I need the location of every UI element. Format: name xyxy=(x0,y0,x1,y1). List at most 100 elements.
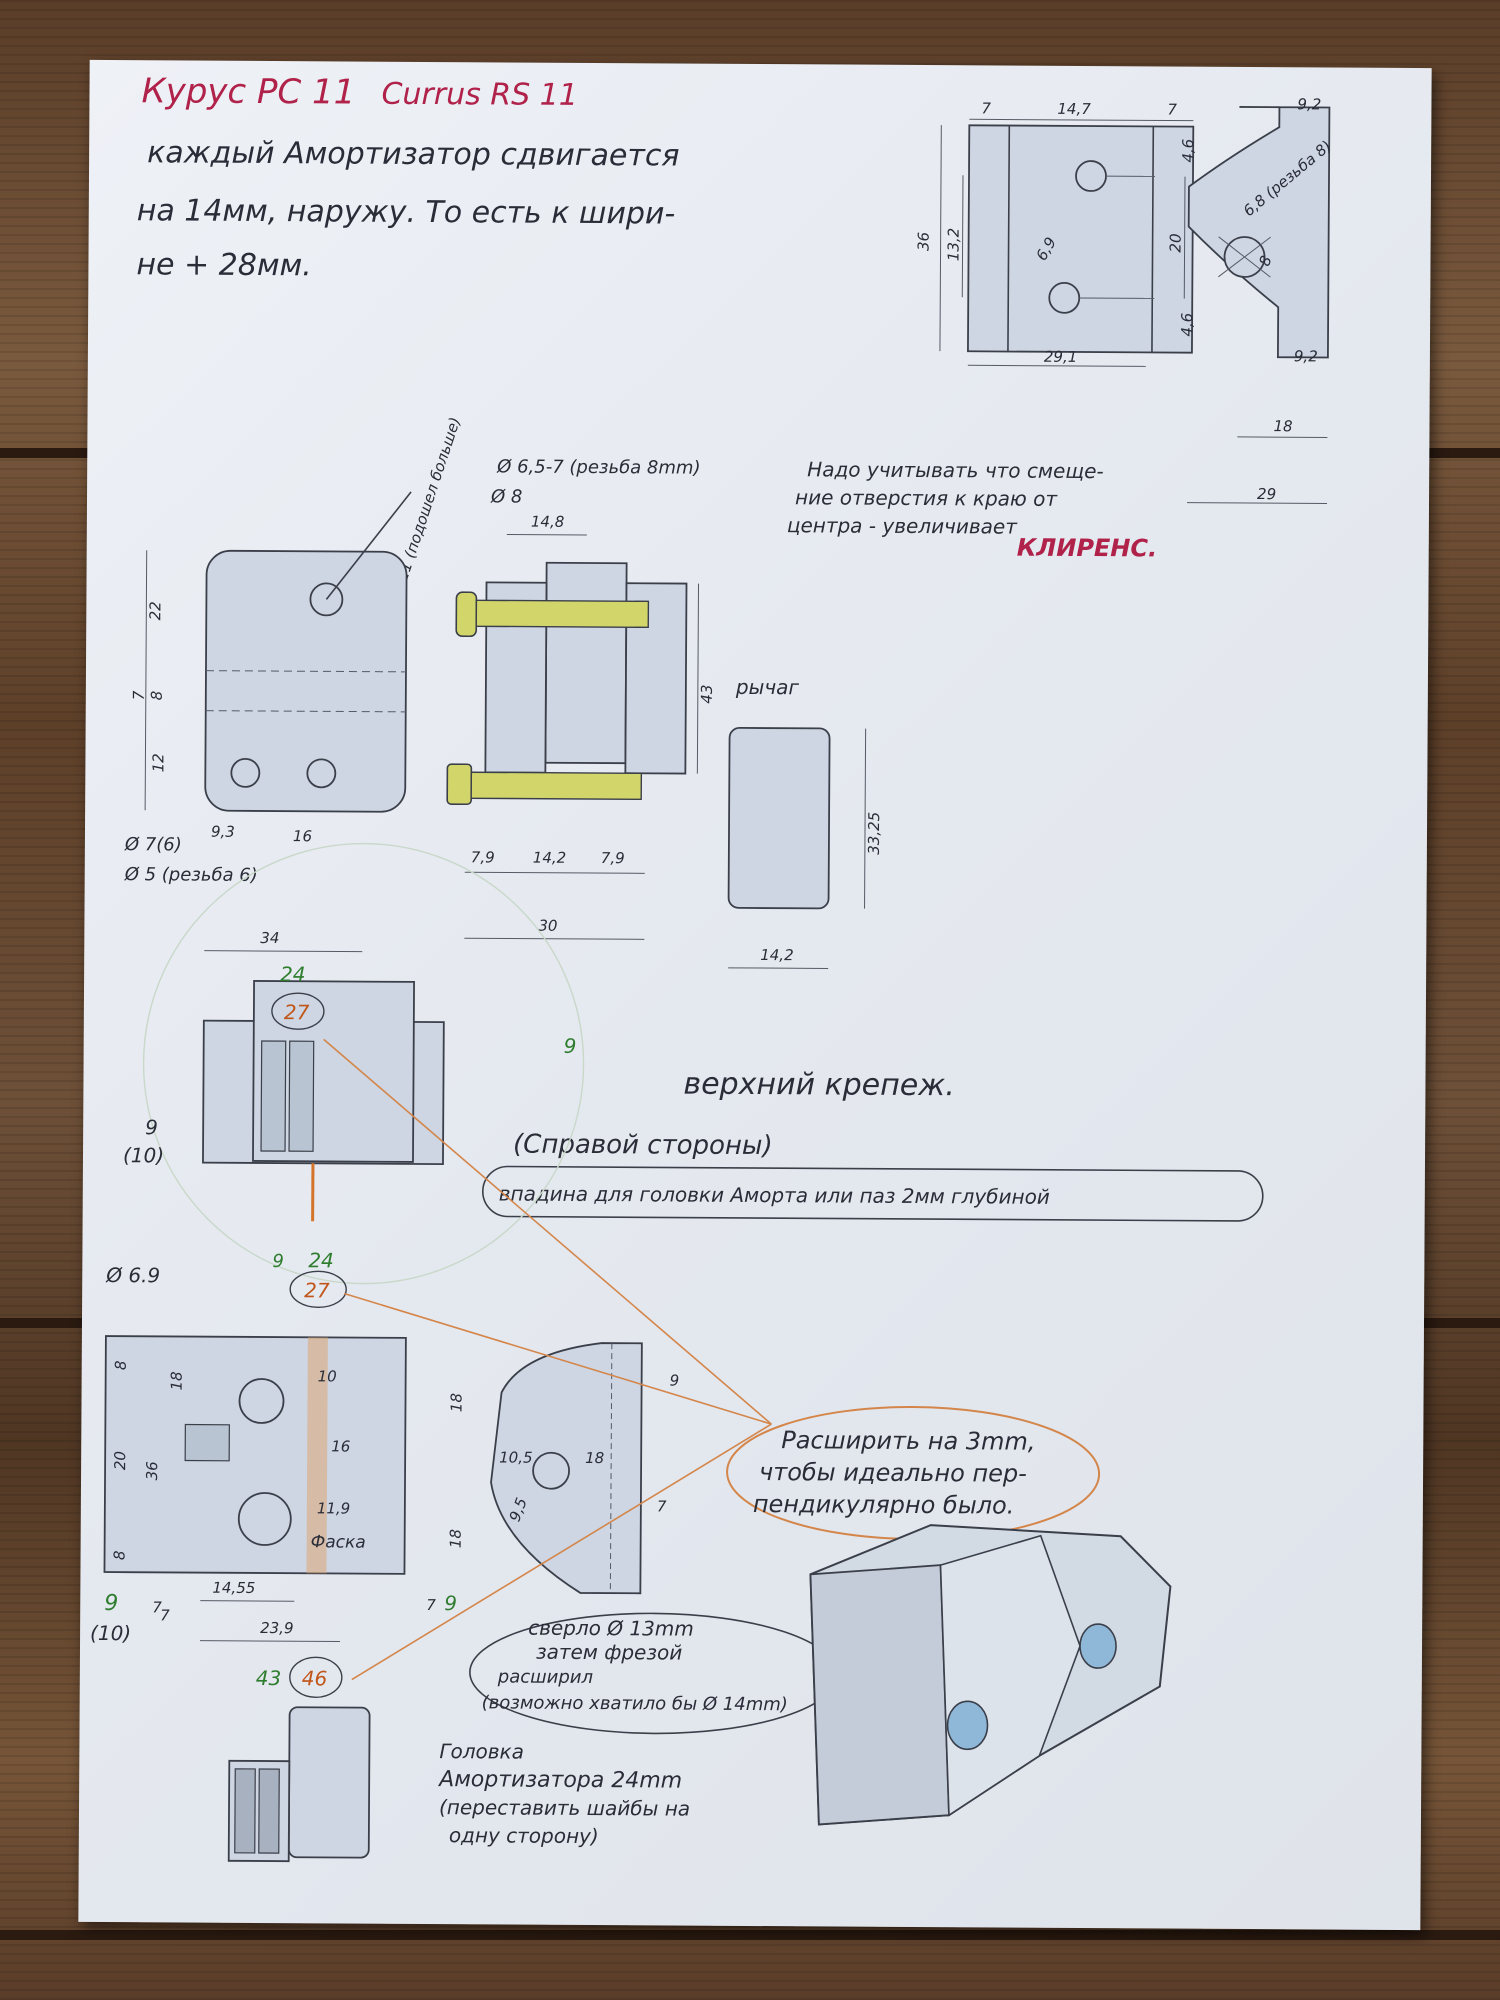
title-en: Currus RS 11 xyxy=(381,77,578,113)
view-b-circle-27 xyxy=(289,1270,347,1309)
lever-body xyxy=(727,727,831,910)
dim-side-29: 29 xyxy=(1257,485,1276,503)
front-plate-view: 22 8 7 12 Ø 7(6) Ø 5 (резьба 6) 9,3 16 3… xyxy=(124,491,412,953)
paper-sheet: Курус РС 11 Currus RS 11 каждый Амортиза… xyxy=(78,59,1432,1931)
sketch-3d-hole-2 xyxy=(1079,1623,1117,1669)
view-a-orange-27: 27 xyxy=(284,1000,310,1024)
dim-bolt-h43: 43 xyxy=(698,685,716,704)
mount-3d-sketch-icon xyxy=(809,1524,1172,1826)
dim-bolt-b30: 30 xyxy=(538,917,557,935)
dim-h8: 8 xyxy=(148,691,166,701)
view-a-green-9: 9 xyxy=(564,1034,577,1058)
compass-arc xyxy=(142,842,585,1285)
expand-note-2: чтобы идеально пер- xyxy=(759,1458,1027,1488)
bottom-green-9: 9 xyxy=(444,1591,457,1615)
dim-h4-6b: 4,6 xyxy=(1178,313,1196,337)
view-b-w7: 7 xyxy=(160,1606,170,1624)
drawing-canvas: Курус РС 11 Currus RS 11 каждый Амортиза… xyxy=(90,71,1335,1863)
dim-w9-3: 9,3 xyxy=(211,823,235,841)
plate-hole-left xyxy=(230,757,261,788)
view-b-l20: 20 xyxy=(111,1451,129,1470)
bottom-view: 23,9 7 9 43 46 xyxy=(200,1591,457,1863)
dim-side-18: 18 xyxy=(1273,417,1292,435)
bottom-hole xyxy=(1048,281,1081,314)
view-b-l8b: 8 xyxy=(111,1551,129,1561)
view-b-top-hole xyxy=(238,1378,285,1424)
bottom-absorber-head xyxy=(287,1706,371,1859)
view-a-green-24: 24 xyxy=(280,962,306,986)
view-b-d6-9: Ø 6.9 xyxy=(105,1263,160,1287)
bottom-bolt-head xyxy=(446,763,473,806)
dim-side-9-2a: 9,2 xyxy=(1297,95,1321,113)
hole-rotated-note: 11 (подошел больше) xyxy=(393,415,464,583)
side-r9: 9 xyxy=(670,1371,680,1389)
view-a-9: 9 xyxy=(145,1115,158,1139)
bottom-w23-9: 23,9 xyxy=(260,1619,294,1637)
view-b-green-9: 9 xyxy=(272,1251,284,1272)
view-b-d10: 10 xyxy=(318,1367,337,1385)
top-hole xyxy=(1075,160,1107,192)
view-b-thread xyxy=(184,1423,230,1462)
dim-h20: 20 xyxy=(1167,233,1185,252)
expand-note-1: Расширить на 3mm, xyxy=(781,1426,1035,1456)
dim-bolt-b3: 7,9 xyxy=(601,849,625,867)
bottom-orange-46: 46 xyxy=(302,1666,328,1690)
sketch-3d-hole-1 xyxy=(946,1700,989,1751)
dim-h22: 22 xyxy=(146,601,164,620)
leader-46 xyxy=(351,1423,772,1681)
sketch-3d-front-face xyxy=(809,1564,950,1826)
head-note-2: Амортизатора 24mm xyxy=(437,1767,682,1793)
leader-27-top xyxy=(323,1038,772,1425)
side-r7: 7 xyxy=(657,1497,667,1515)
view-b-d11-9: 11,9 xyxy=(317,1499,351,1517)
top-right-front-view: 7 14,7 7 36 13,2 6,9 20 4,6 4,6 29,1 xyxy=(915,99,1197,367)
washer-2 xyxy=(258,1768,280,1854)
intro-line-2: на 14мм, наружу. То есть к шири- xyxy=(137,193,676,231)
dim-h4-6a: 4,6 xyxy=(1179,139,1197,163)
dim-w16: 16 xyxy=(293,827,312,845)
front-plate-body xyxy=(204,549,408,813)
dim-d5: Ø 5 (резьба 6) xyxy=(124,864,258,886)
view-a-slot-1 xyxy=(260,1040,287,1152)
head-note-3: (переставить шайбы на xyxy=(439,1795,690,1821)
dim-side-9-2b: 9,2 xyxy=(1294,347,1318,365)
dim-w1: 7 xyxy=(981,99,991,117)
view-b-chamfer: Фаска xyxy=(311,1532,366,1552)
view-a-slot-2 xyxy=(288,1040,315,1152)
lever-label: рычаг xyxy=(735,675,800,699)
dim-bolt-b1: 7,9 xyxy=(471,848,495,866)
drill-note-2: затем фрезой xyxy=(536,1640,682,1665)
recess-note-text: впадина для головки Аморта или паз 2мм г… xyxy=(499,1181,1050,1208)
bracket-side-profile xyxy=(1187,106,1331,359)
lever-width: 14,2 xyxy=(760,946,794,964)
side-h18b: 18 xyxy=(447,1529,465,1548)
view-b-l18: 18 xyxy=(168,1371,186,1390)
side-d10-5: 10,5 xyxy=(499,1448,533,1466)
lever-view: рычаг 33,25 14,2 xyxy=(727,675,883,969)
dim-w2: 14,7 xyxy=(1057,100,1091,118)
view-b-orange-band xyxy=(306,1337,328,1574)
title-ru: Курус РС 11 xyxy=(141,71,355,112)
drill-note-1: сверло Ø 13mm xyxy=(528,1616,694,1641)
top-bolt-head xyxy=(455,591,478,638)
expand-note-3: пендикулярно было. xyxy=(753,1490,1015,1520)
upper-mount-view-a: 24 27 9 9 (10) xyxy=(123,842,585,1285)
dim-w3: 7 xyxy=(1167,101,1177,119)
dim-w29-1: 29,1 xyxy=(1044,348,1078,366)
clearance-word: КЛИРЕНС. xyxy=(1017,534,1158,563)
plate-hole-right xyxy=(306,758,337,789)
upper-mount-view-b: Ø 6.9 24 27 9 8 18 20 36 8 10 16 11,9 Фа… xyxy=(103,1248,407,1624)
side-d18: 18 xyxy=(585,1449,604,1467)
view-b-l36: 36 xyxy=(143,1461,161,1480)
washer-1 xyxy=(234,1768,256,1854)
bottom-left-7: 7 xyxy=(152,1598,162,1616)
drill-note-3: расширил xyxy=(497,1666,593,1688)
dim-d7: Ø 7(6) xyxy=(124,834,182,855)
view-b-body xyxy=(103,1335,407,1575)
dim-h13-2: 13,2 xyxy=(944,228,962,262)
hole-diameter-2: Ø 8 xyxy=(490,486,522,507)
bolt-side-view: 14,8 43 7,9 14,2 7,9 30 xyxy=(446,513,716,940)
bottom-bolt-shank xyxy=(470,771,643,801)
intro-line-1: каждый Амортизатор сдвигается xyxy=(147,135,680,173)
view-b-d16: 16 xyxy=(331,1437,350,1455)
